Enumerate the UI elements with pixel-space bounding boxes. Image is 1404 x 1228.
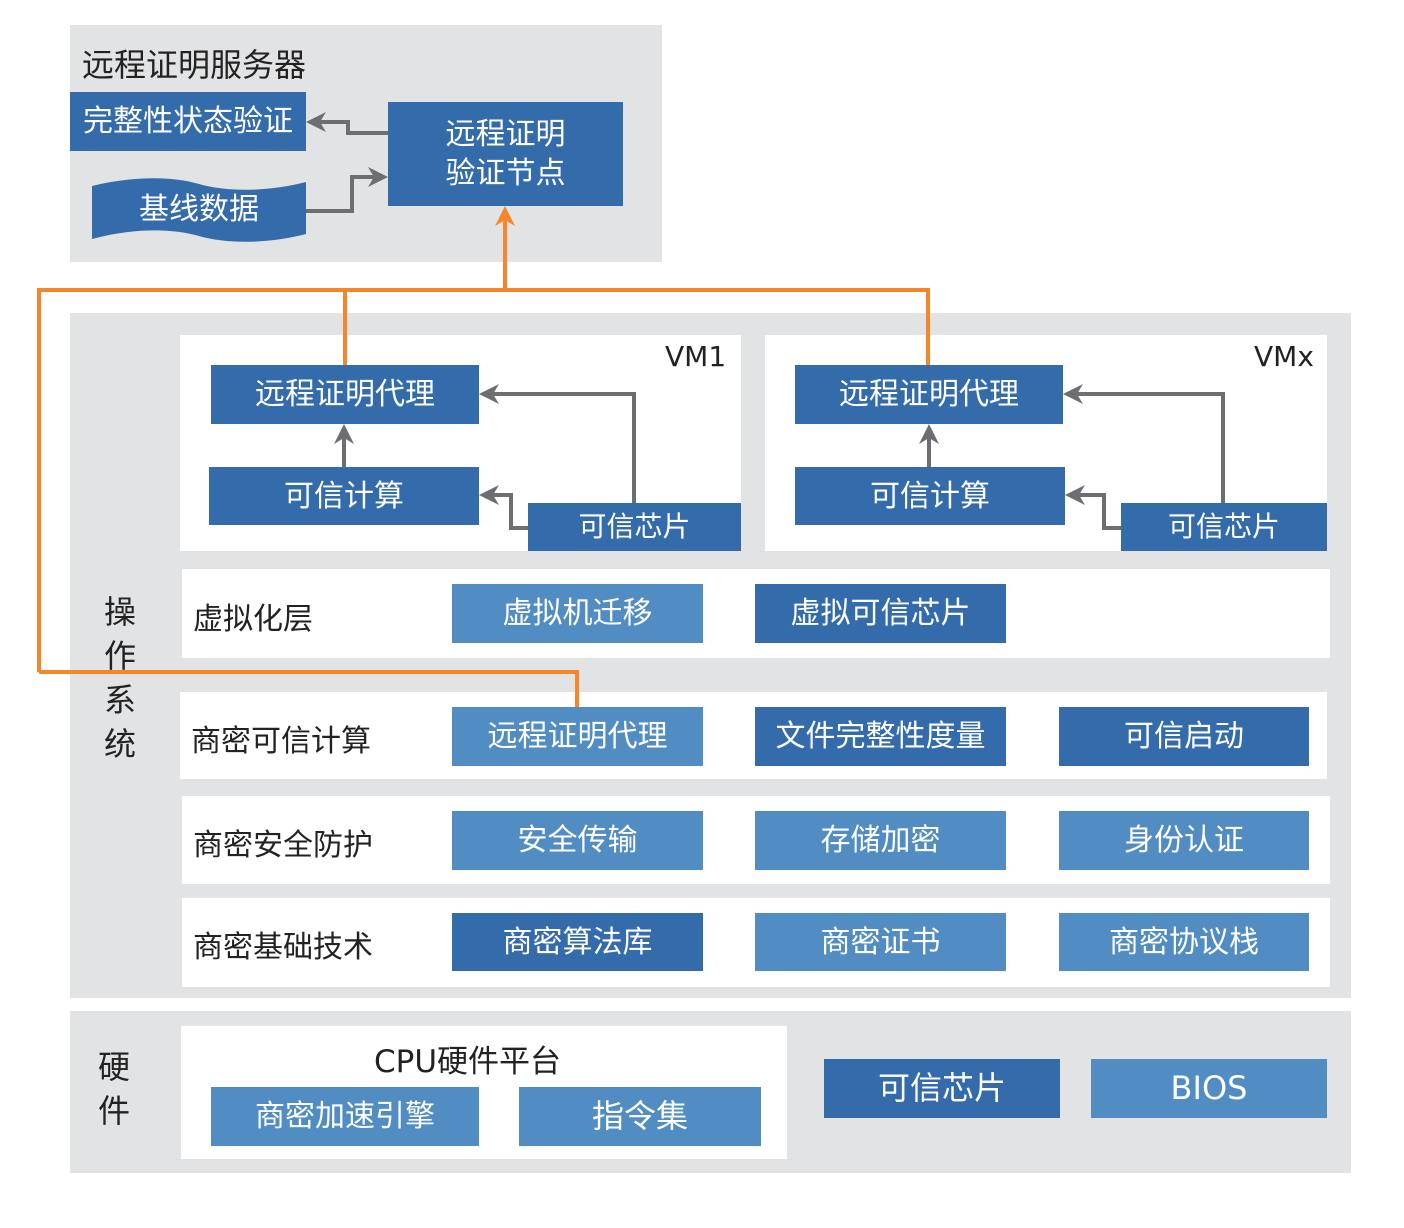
- baseline-data-shape: [92, 178, 306, 242]
- trusted-boot-box[interactable]: 可信启动: [1059, 707, 1309, 766]
- crypto-trusted-computing-label: 商密可信计算: [191, 724, 371, 759]
- instruction-set-box[interactable]: 指令集: [519, 1087, 761, 1146]
- bios-box[interactable]: BIOS: [1091, 1059, 1327, 1118]
- virtualization-layer-label: 虚拟化层: [193, 602, 313, 637]
- vmx-trusted-chip[interactable]: 可信芯片: [1121, 503, 1327, 551]
- secure-transport-box[interactable]: 安全传输: [452, 811, 703, 870]
- crypto-algorithm-lib-box[interactable]: 商密算法库: [452, 913, 703, 971]
- baseline-data-label[interactable]: 基线数据: [139, 191, 259, 227]
- identity-auth-box[interactable]: 身份认证: [1059, 811, 1309, 870]
- server-title: 远程证明服务器: [82, 46, 307, 84]
- vm1-attestation-agent[interactable]: 远程证明代理: [211, 365, 479, 424]
- crypto-certificate-box[interactable]: 商密证书: [755, 913, 1006, 971]
- vm1-trusted-compute[interactable]: 可信计算: [209, 467, 479, 525]
- virtual-trusted-chip-box[interactable]: 虚拟可信芯片: [755, 584, 1006, 643]
- crypto-security-label: 商密安全防护: [193, 828, 373, 863]
- cpu-platform-title: CPU硬件平台: [374, 1044, 562, 1080]
- vmx-trusted-compute[interactable]: 可信计算: [795, 467, 1065, 525]
- vm1-trusted-chip[interactable]: 可信芯片: [528, 503, 741, 551]
- crypto-foundation-label: 商密基础技术: [193, 930, 373, 965]
- verify-node-line2: 验证节点: [445, 156, 566, 191]
- crypto-protocol-stack-box[interactable]: 商密协议栈: [1059, 913, 1309, 971]
- storage-encryption-box[interactable]: 存储加密: [755, 811, 1006, 870]
- file-integrity-measure-box[interactable]: 文件完整性度量: [755, 707, 1006, 766]
- hw-trusted-chip-box[interactable]: 可信芯片: [824, 1059, 1060, 1118]
- verify-node-line1: 远程证明: [445, 117, 566, 152]
- hardware-side-label: 硬 件: [97, 1048, 130, 1130]
- vm-migration-box[interactable]: 虚拟机迁移: [452, 584, 703, 643]
- verify-node-box[interactable]: 远程证明 验证节点: [388, 102, 623, 206]
- integrity-verify-box[interactable]: 完整性状态验证: [70, 92, 306, 151]
- vmx-attestation-agent[interactable]: 远程证明代理: [795, 365, 1063, 424]
- os-side-label: 操 作 系 统: [103, 593, 136, 763]
- os-attestation-agent-box[interactable]: 远程证明代理: [452, 707, 703, 766]
- vmx-name: VMx: [1254, 340, 1314, 373]
- crypto-accel-engine-box[interactable]: 商密加速引擎: [211, 1087, 479, 1146]
- vm1-name: VM1: [665, 340, 727, 373]
